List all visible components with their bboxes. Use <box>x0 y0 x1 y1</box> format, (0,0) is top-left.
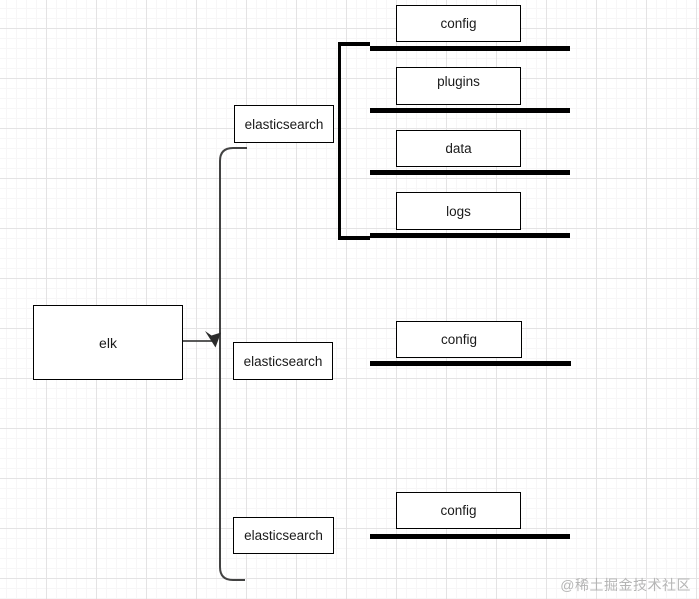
arrowhead-icon <box>205 331 221 348</box>
watermark: @稀土掘金技术社区 <box>560 577 691 593</box>
bracket-arm-bottom <box>338 236 370 240</box>
node-elk: elk <box>33 305 183 380</box>
underline-branch2-config <box>370 361 571 366</box>
bracket-arm-top <box>338 42 370 46</box>
node-elasticsearch-2: elasticsearch <box>233 342 333 380</box>
bracket-vertical <box>338 42 341 240</box>
underline-branch1-data <box>370 170 570 175</box>
folder-plugins: plugins <box>396 67 521 105</box>
folder-config-3: config <box>396 492 521 529</box>
underline-branch1-config <box>370 46 570 51</box>
underline-branch1-plugins <box>370 108 570 113</box>
folder-config-1: config <box>396 5 521 42</box>
node-elasticsearch-3: elasticsearch <box>233 517 334 554</box>
underline-branch3-config <box>370 534 570 539</box>
node-elasticsearch-1: elasticsearch <box>234 105 334 143</box>
folder-data: data <box>396 130 521 167</box>
underline-branch1-logs <box>370 233 570 238</box>
folder-config-2: config <box>396 321 522 358</box>
folder-logs: logs <box>396 192 521 230</box>
